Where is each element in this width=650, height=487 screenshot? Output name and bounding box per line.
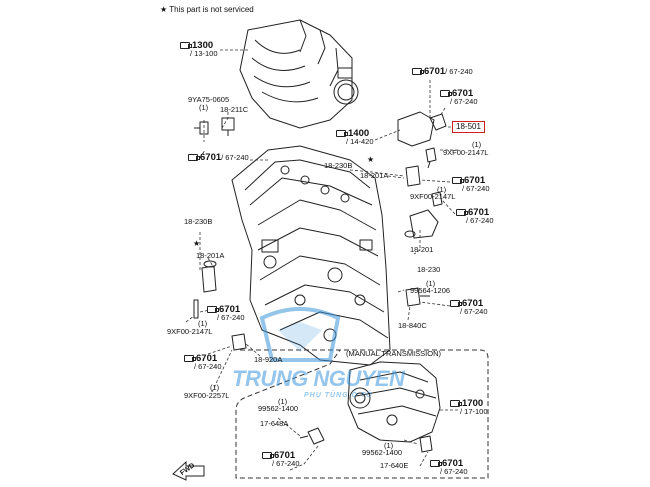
ref-6701-right-b[interactable]: 6701 / 67-240: [456, 208, 494, 225]
engine-block: [231, 145, 391, 366]
manual-transmission: [347, 361, 441, 443]
book-icon: [336, 130, 348, 137]
book-icon: [440, 90, 452, 97]
ref-1700[interactable]: 1700 / 17-100: [450, 399, 488, 416]
part-18-201a-left[interactable]: 18-201A: [196, 251, 225, 260]
book-icon: [188, 154, 200, 161]
watermark-name: TRUNG NGUYEN: [232, 366, 405, 391]
book-icon: [450, 400, 462, 407]
part-17-648a[interactable]: 17-648A: [260, 419, 289, 428]
part-18-501-highlighted[interactable]: 18-501: [452, 121, 485, 133]
manual-transmission-region: [235, 349, 489, 479]
ref-6701-bottom-left[interactable]: 6701 / 67-240: [262, 451, 300, 468]
part-18-201[interactable]: 18-201: [410, 245, 434, 254]
ref-6701-left-mid[interactable]: 6701 / 67-240: [207, 305, 245, 322]
qty-label: (1): [426, 279, 436, 288]
book-icon: [452, 177, 464, 184]
part-99562-1400-right[interactable]: 99562-1400: [362, 448, 403, 457]
qty-label: (1): [198, 319, 208, 328]
part-18-211c[interactable]: 18-211C: [220, 105, 249, 114]
part-9xf00-2147l-left[interactable]: 9XF00-2147L: [167, 327, 213, 336]
qty-label: (1): [199, 103, 209, 112]
ref-6701-right-c[interactable]: 6701 / 67-240: [450, 299, 488, 316]
part-9xf00-2147l-middle[interactable]: 9XF00-2147L: [410, 192, 456, 201]
ref-6701-left-low[interactable]: 6701 / 67-240: [184, 354, 222, 371]
book-icon: [412, 68, 424, 75]
star-icon: ★: [193, 239, 201, 248]
part-18-201a-right[interactable]: 18-201A: [360, 171, 389, 180]
part-18-920a[interactable]: 18-920A: [254, 355, 283, 364]
fwd-arrow: [172, 460, 205, 481]
book-icon: [456, 209, 468, 216]
star-icon: ★: [160, 5, 168, 14]
qty-label: (1): [384, 441, 394, 450]
part-9xf00-2257l[interactable]: 9XF00-2257L: [184, 391, 230, 400]
book-icon: [262, 452, 274, 459]
book-icon: [430, 460, 442, 467]
part-17-640e[interactable]: 17-640E: [380, 461, 409, 470]
part-18-230b-right[interactable]: 18-230B: [324, 161, 353, 170]
ref-1400[interactable]: 1400 / 14-420: [336, 129, 374, 146]
qty-label: (1): [278, 397, 288, 406]
ref-6701-left-top[interactable]: 6701/ 67-240: [188, 153, 249, 162]
part-9xf00-2147l-upper[interactable]: 9XF00-2147L: [443, 148, 489, 157]
manual-transmission-label: (MANUAL TRANSMISSION): [346, 349, 442, 358]
book-icon: [180, 42, 192, 49]
part-18-230[interactable]: 18-230: [417, 265, 441, 274]
part-18-230b-left[interactable]: 18-230B: [184, 217, 213, 226]
part-99564-1206[interactable]: 99564-1206: [410, 286, 451, 295]
ref-6701-right-a[interactable]: 6701 / 67-240: [452, 176, 490, 193]
part-9ya75-0605[interactable]: 9YA75-0605: [188, 95, 230, 104]
watermark-tagline: PHỤ TÙNG Ô TÔ: [304, 392, 373, 399]
part-18-840c[interactable]: 18-840C: [398, 321, 427, 330]
book-icon: [207, 306, 219, 313]
ref-1300[interactable]: 1300 / 13-100: [180, 41, 218, 58]
leader-lines: [185, 49, 460, 471]
part-99562-1400-left[interactable]: 99562-1400: [258, 404, 299, 413]
intake-manifold: [239, 19, 359, 129]
small-parts: [193, 111, 447, 453]
qty-label: (1): [437, 185, 447, 194]
ref-6701-top[interactable]: 6701/ 67-240: [412, 67, 473, 76]
book-icon: [450, 300, 462, 307]
qty-label: (1): [210, 383, 220, 392]
ref-6701-vvt[interactable]: 6701 / 67-240: [440, 89, 478, 106]
qty-label: (1): [472, 140, 482, 149]
star-icon: ★: [367, 155, 375, 164]
note-text: This part is not serviced: [169, 5, 254, 14]
not-serviced-note: ★ This part is not serviced: [160, 6, 254, 14]
ref-6701-bottom-right[interactable]: 6701 / 67-240: [430, 459, 468, 476]
book-icon: [184, 355, 196, 362]
watermark-logo: [259, 307, 341, 362]
